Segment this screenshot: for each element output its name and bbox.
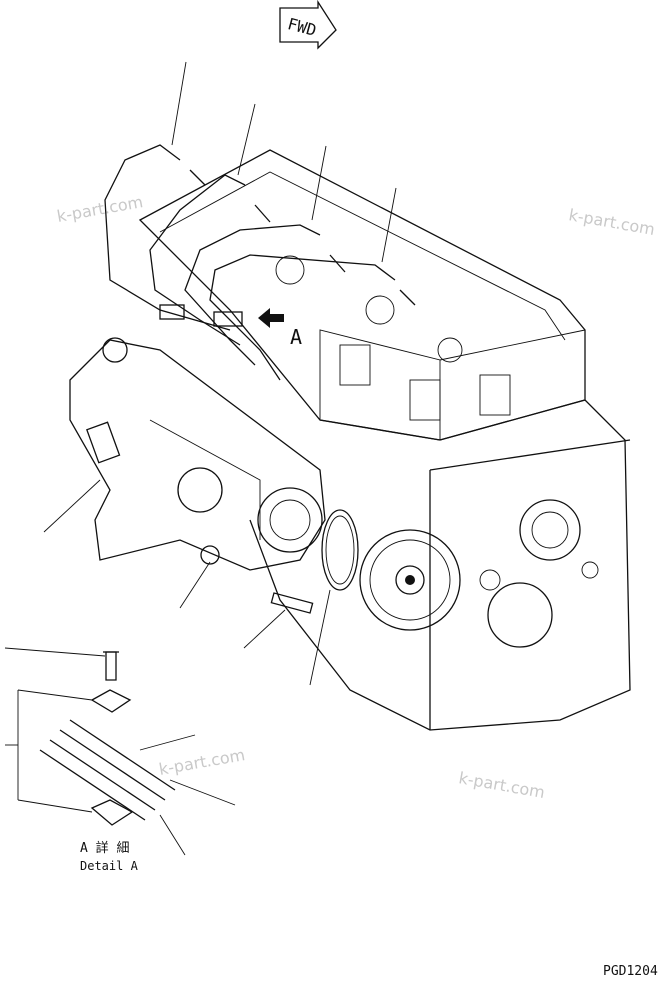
drawing-code: PGD1204: [603, 964, 658, 979]
leader-lines: [43, 61, 397, 686]
view-a-label: A: [290, 325, 302, 349]
gasket: [321, 509, 359, 591]
timing-gear: [359, 529, 461, 631]
watermark: k-part.com: [567, 205, 656, 239]
watermark: k-part.com: [55, 192, 144, 226]
cylinder-head: [138, 149, 586, 441]
view-arrow-a: A: [258, 308, 302, 349]
fwd-arrow: FWD: [279, 0, 337, 50]
watermark: k-part.com: [457, 768, 546, 802]
watermark: k-part.com: [157, 745, 246, 779]
injection-pipes: [104, 144, 416, 381]
detail-label-en: Detail A: [80, 859, 139, 873]
engine-block: [249, 399, 631, 731]
fwd-label: FWD: [286, 14, 319, 40]
detail-label-jp: A 詳 細: [80, 840, 129, 856]
injection-pump: [69, 337, 326, 614]
detail-a: A 詳 細 Detail A: [4, 647, 236, 873]
